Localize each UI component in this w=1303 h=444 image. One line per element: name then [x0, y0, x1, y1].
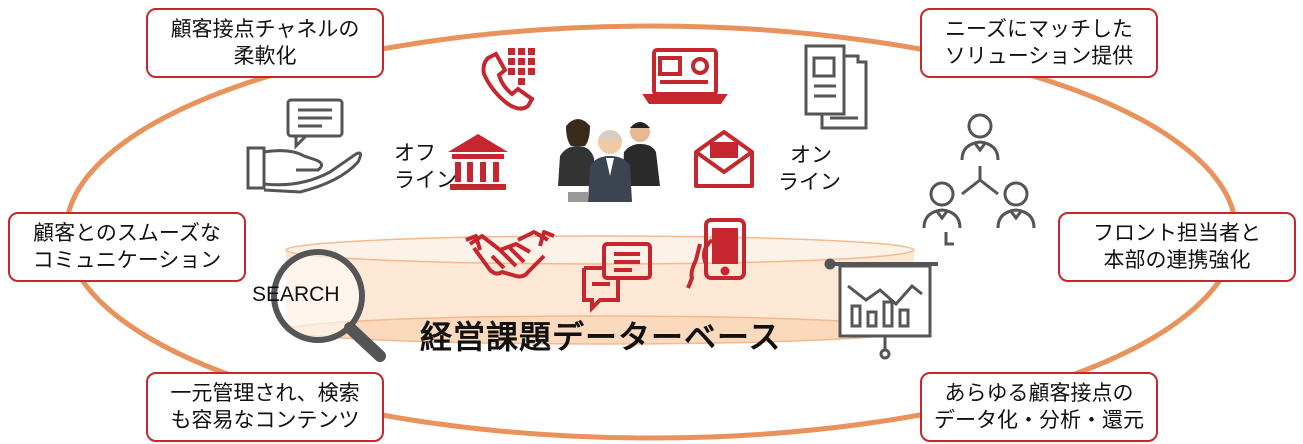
- callout-bottom-left-line2: も容易なコンテンツ: [170, 408, 360, 432]
- mail-icon: [694, 130, 754, 188]
- callout-mid-left-line1: 顧客とのスムーズな: [33, 221, 221, 245]
- smartphone-icon: [686, 218, 746, 289]
- database-cylinder: [285, 235, 915, 345]
- documents-icon: [804, 44, 868, 130]
- callout-top-left-line1: 顧客接点チャネルの: [170, 17, 360, 41]
- offline-label: オフ ライン: [394, 140, 457, 194]
- phone-keypad-icon: [481, 48, 535, 111]
- online-label-line2: ライン: [778, 170, 841, 194]
- callout-mid-right: フロント担当者と 本部の連携強化: [1058, 212, 1296, 282]
- callout-top-right-line2: ソリューション提供: [944, 44, 1134, 68]
- callout-bottom-right-line2: データ化・分析・還元: [934, 408, 1144, 432]
- offline-label-line2: ライン: [394, 168, 457, 192]
- business-team-icon: [558, 119, 660, 202]
- callout-bottom-right-line1: あらゆる顧客接点の: [944, 381, 1134, 405]
- offline-label-line1: オフ: [394, 141, 436, 165]
- id-card-laptop-icon: [642, 48, 728, 104]
- handshake-icon: [465, 230, 555, 279]
- callout-bottom-left-line1: 一元管理され、検索: [170, 381, 360, 405]
- online-label-line1: オン: [790, 143, 832, 167]
- magnifier-icon: [271, 249, 386, 362]
- online-label: オン ライン: [778, 142, 841, 196]
- callout-top-right: ニーズにマッチした ソリューション提供: [920, 8, 1158, 78]
- chat-bubbles-icon: [582, 242, 652, 313]
- search-label: SEARCH: [252, 283, 340, 306]
- callout-mid-left: 顧客とのスムーズな コミュニケーション: [8, 212, 246, 282]
- callout-bottom-left: 一元管理され、検索 も容易なコンテンツ: [146, 372, 384, 442]
- callout-top-right-line1: ニーズにマッチした: [945, 17, 1133, 41]
- bank-icon: [448, 134, 508, 190]
- presentation-chart-icon: [824, 258, 938, 360]
- database-title: 経営課題データーベース: [420, 318, 782, 356]
- callout-mid-left-line2: コミュニケーション: [32, 248, 222, 272]
- callout-bottom-right: あらゆる顧客接点の データ化・分析・還元: [920, 372, 1158, 442]
- chat-hand-icon: [246, 98, 363, 194]
- org-chart-icon: [922, 113, 1036, 246]
- callout-top-left: 顧客接点チャネルの 柔軟化: [146, 8, 384, 78]
- callout-mid-right-line2: 本部の連携強化: [1103, 248, 1251, 272]
- callout-mid-right-line1: フロント担当者と: [1093, 221, 1261, 245]
- callout-top-left-line2: 柔軟化: [233, 44, 297, 68]
